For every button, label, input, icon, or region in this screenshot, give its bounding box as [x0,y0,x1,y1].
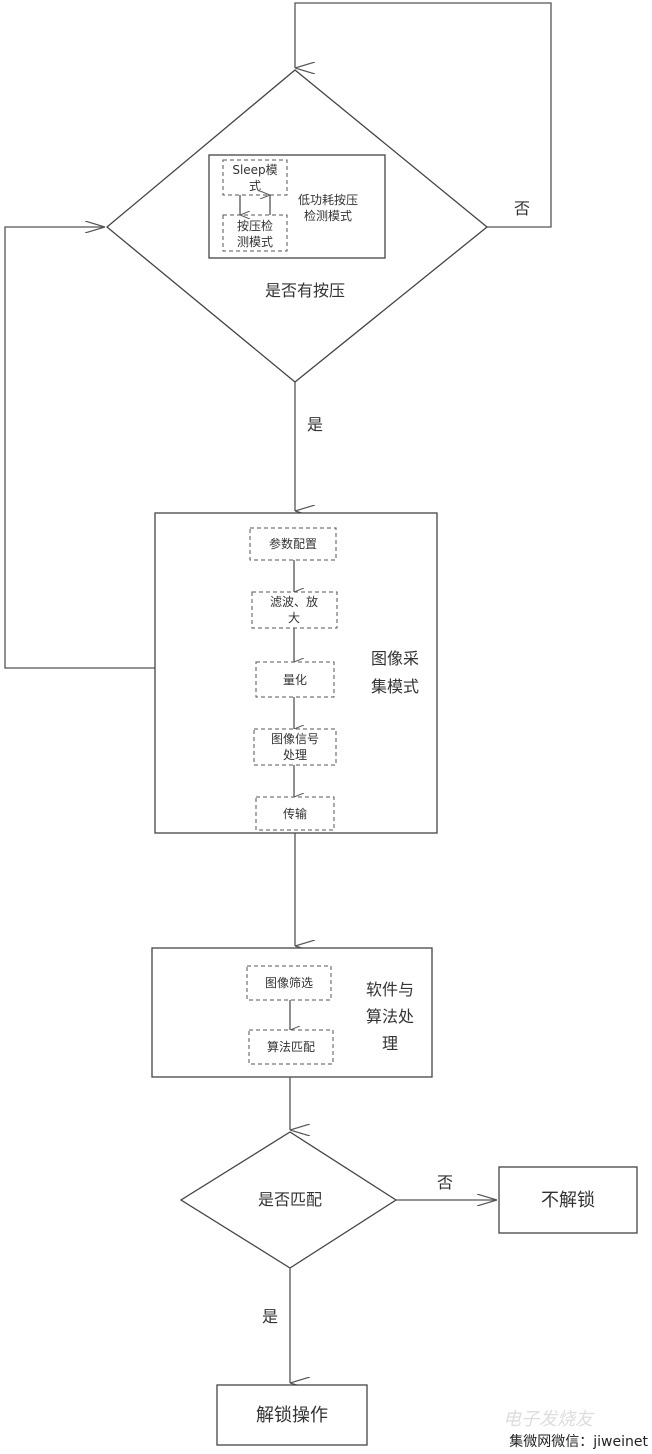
step-filter-line2: 大 [288,611,300,625]
no-unlock-label: 不解锁 [541,1190,595,1211]
press-decision-label: 是否有按压 [265,281,345,300]
sleep-mode-line2: 式 [249,179,261,193]
software-label-1: 软件与 [366,980,414,999]
step-quantize [255,661,335,698]
low-power-label-2: 检测模式 [304,208,352,223]
press-detect-box [222,214,288,252]
step-filter [251,591,338,629]
watermark-logo: 电子发烧友 [503,1409,595,1430]
image-capture-label-1: 图像采 [371,649,419,668]
watermark-text: 集微网微信：jiweinet [509,1433,648,1450]
step-transfer-label: 传输 [283,806,307,821]
no-label-top: 否 [514,199,530,218]
unlock-box [216,1384,368,1446]
no-label-bottom: 否 [437,1173,453,1192]
match-decision-label: 是否匹配 [258,1190,322,1209]
return-loop-line [4,227,155,669]
no-loop-line [294,2,552,228]
low-power-label-1: 低功耗按压 [298,193,358,207]
software-label-2: 算法处 [366,1007,414,1026]
step-signal-line2: 处理 [283,748,307,762]
press-detect-line1: 按压检 [237,218,273,233]
no-unlock-box [498,1166,638,1234]
step-screen [246,965,332,1001]
press-detect-line2: 测模式 [237,235,273,249]
sleep-mode-line1: Sleep模 [232,163,277,177]
step-signal-line1: 图像信号 [271,732,319,746]
yes-label-top: 是 [307,415,323,434]
step-match-label: 算法匹配 [267,1039,315,1054]
software-label-3: 理 [382,1034,398,1053]
yes-label-bottom: 是 [262,1307,278,1326]
step-signal [253,728,337,766]
sleep-mode-box [222,159,288,196]
step-screen-label: 图像筛选 [265,975,313,990]
step-filter-line1: 滤波、放 [270,594,318,609]
image-capture-label-2: 集模式 [371,677,419,696]
step-quantize-label: 量化 [283,673,307,687]
step-transfer [255,796,335,831]
step-config [249,527,337,561]
step-match [248,1029,334,1065]
unlock-label: 解锁操作 [256,1405,328,1426]
step-config-label: 参数配置 [269,536,317,551]
